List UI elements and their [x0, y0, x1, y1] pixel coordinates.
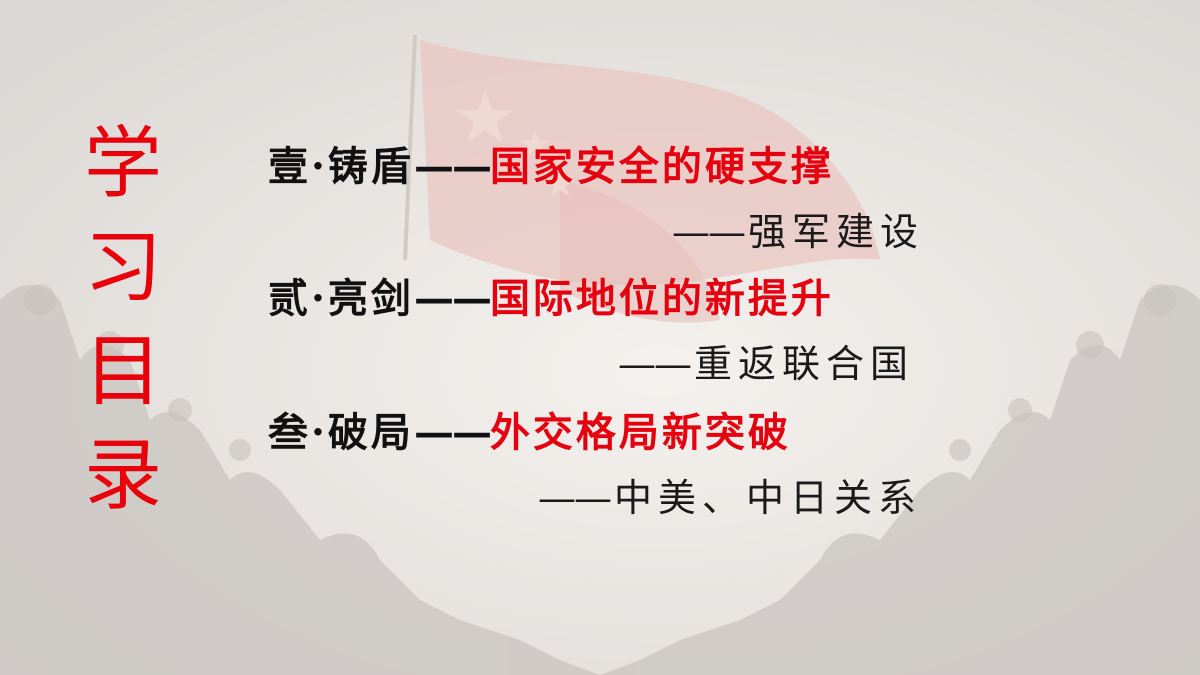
toc-item-lead: 壹·铸盾 [268, 143, 414, 190]
toc-item-highlight: 国际地位的新提升 [489, 275, 834, 322]
toc-item-2: 贰·亮剑——国际地位的新提升 [268, 274, 834, 324]
toc-item-dash: —— [413, 409, 492, 456]
toc-item-lead: 贰·亮剑 [268, 275, 414, 322]
side-title: 学 习 目 录 [78, 112, 168, 528]
toc-item-dash: —— [413, 275, 492, 322]
toc-item-highlight: 国家安全的硬支撑 [489, 143, 834, 190]
toc-sub-text: 重返联合国 [694, 342, 915, 386]
toc-item-3: 叁·破局——外交格局新突破 [268, 408, 791, 458]
toc-sub-dash: —— [618, 342, 692, 386]
side-title-char: 目 [83, 327, 162, 417]
toc-item-2-sub: ——重返联合国 [618, 340, 914, 388]
toc-item-highlight: 外交格局新突破 [489, 409, 791, 456]
toc-item-1-sub: ——强军建设 [672, 208, 924, 256]
toc-sub-text: 中美、中日关系 [614, 476, 923, 520]
toc-item-dash: —— [413, 143, 492, 190]
side-title-char: 录 [83, 431, 162, 521]
side-title-char: 学 [83, 119, 162, 209]
toc-item-3-sub: ——中美、中日关系 [538, 474, 922, 522]
toc-sub-dash: —— [538, 476, 612, 520]
toc-item-lead: 叁·破局 [268, 409, 414, 456]
toc-sub-text: 强军建设 [748, 210, 925, 254]
toc-item-1: 壹·铸盾——国家安全的硬支撑 [268, 142, 834, 192]
toc-sub-dash: —— [672, 210, 746, 254]
side-title-char: 习 [83, 223, 162, 313]
